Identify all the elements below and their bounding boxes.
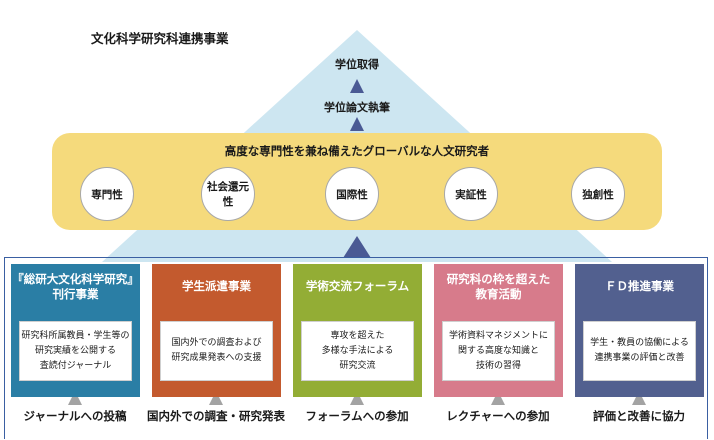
program-description: 研究科所属教員・学生等の 研究実績を公開する 査読付ジャーナル bbox=[19, 321, 132, 381]
banner-arrow-up bbox=[350, 117, 364, 131]
bottom-arrow-4 bbox=[491, 391, 505, 405]
quality-circle-3: 国際性 bbox=[325, 167, 379, 221]
participation-label-4: レクチャーへの参加 bbox=[446, 409, 550, 423]
bottom-arrow-3 bbox=[350, 391, 364, 405]
participation-label-2: 国内外での調査・研究発表 bbox=[147, 409, 285, 423]
quality-circle-4: 実証性 bbox=[444, 167, 498, 221]
apex-label-second: 学位論文執筆 bbox=[324, 101, 390, 114]
program-title: 学術交流フォーラム bbox=[305, 279, 410, 293]
program-description: 学生・教員の協働による 連携事業の評価と改善 bbox=[583, 321, 696, 381]
program-card-education: 研究科の枠を超えた 教育活動 学術資料マネジメントに 関する高度な知識と 技術の… bbox=[434, 264, 563, 397]
program-description: 国内外での調査および 研究成果発表への支援 bbox=[160, 321, 273, 381]
bottom-arrow-1 bbox=[68, 391, 82, 405]
participation-label-1: ジャーナルへの投稿 bbox=[23, 409, 127, 423]
program-title: 研究科の枠を超えた 教育活動 bbox=[446, 272, 551, 301]
bottom-arrow-2 bbox=[209, 391, 223, 405]
program-card-forum: 学術交流フォーラム 専攻を超えた 多様な手法による 研究交流 bbox=[293, 264, 422, 397]
bottom-arrow-5 bbox=[632, 391, 646, 405]
program-description: 専攻を超えた 多様な手法による 研究交流 bbox=[301, 321, 414, 381]
program-title: ＦＤ推進事業 bbox=[605, 279, 674, 293]
diagram-title: 文化科学研究科連携事業 bbox=[91, 31, 229, 46]
quality-circle-1: 専門性 bbox=[80, 167, 134, 221]
programs-frame bbox=[4, 257, 708, 439]
program-title: 『総研大文化科学研究』 刊行事業 bbox=[12, 272, 139, 301]
quality-circle-5: 独創性 bbox=[571, 167, 625, 221]
program-card-journal: 『総研大文化科学研究』 刊行事業 研究科所属教員・学生等の 研究実績を公開する … bbox=[11, 264, 140, 397]
program-card-fd: ＦＤ推進事業 学生・教員の協働による 連携事業の評価と改善 bbox=[575, 264, 704, 397]
programs-arrow-up bbox=[343, 236, 371, 258]
apex-label-top: 学位取得 bbox=[335, 58, 379, 71]
program-description: 学術資料マネジメントに 関する高度な知識と 技術の習得 bbox=[442, 321, 555, 381]
apex-arrow-up bbox=[350, 79, 364, 93]
banner-title: 高度な専門性を兼ね備えたグローバルな人文研究者 bbox=[224, 144, 490, 158]
participation-label-5: 評価と改善に協力 bbox=[593, 409, 685, 423]
program-card-dispatch: 学生派遣事業 国内外での調査および 研究成果発表への支援 bbox=[152, 264, 281, 397]
program-title: 学生派遣事業 bbox=[182, 279, 251, 293]
quality-circle-2: 社会還元性 bbox=[201, 167, 255, 221]
participation-label-3: フォーラムへの参加 bbox=[305, 409, 409, 423]
